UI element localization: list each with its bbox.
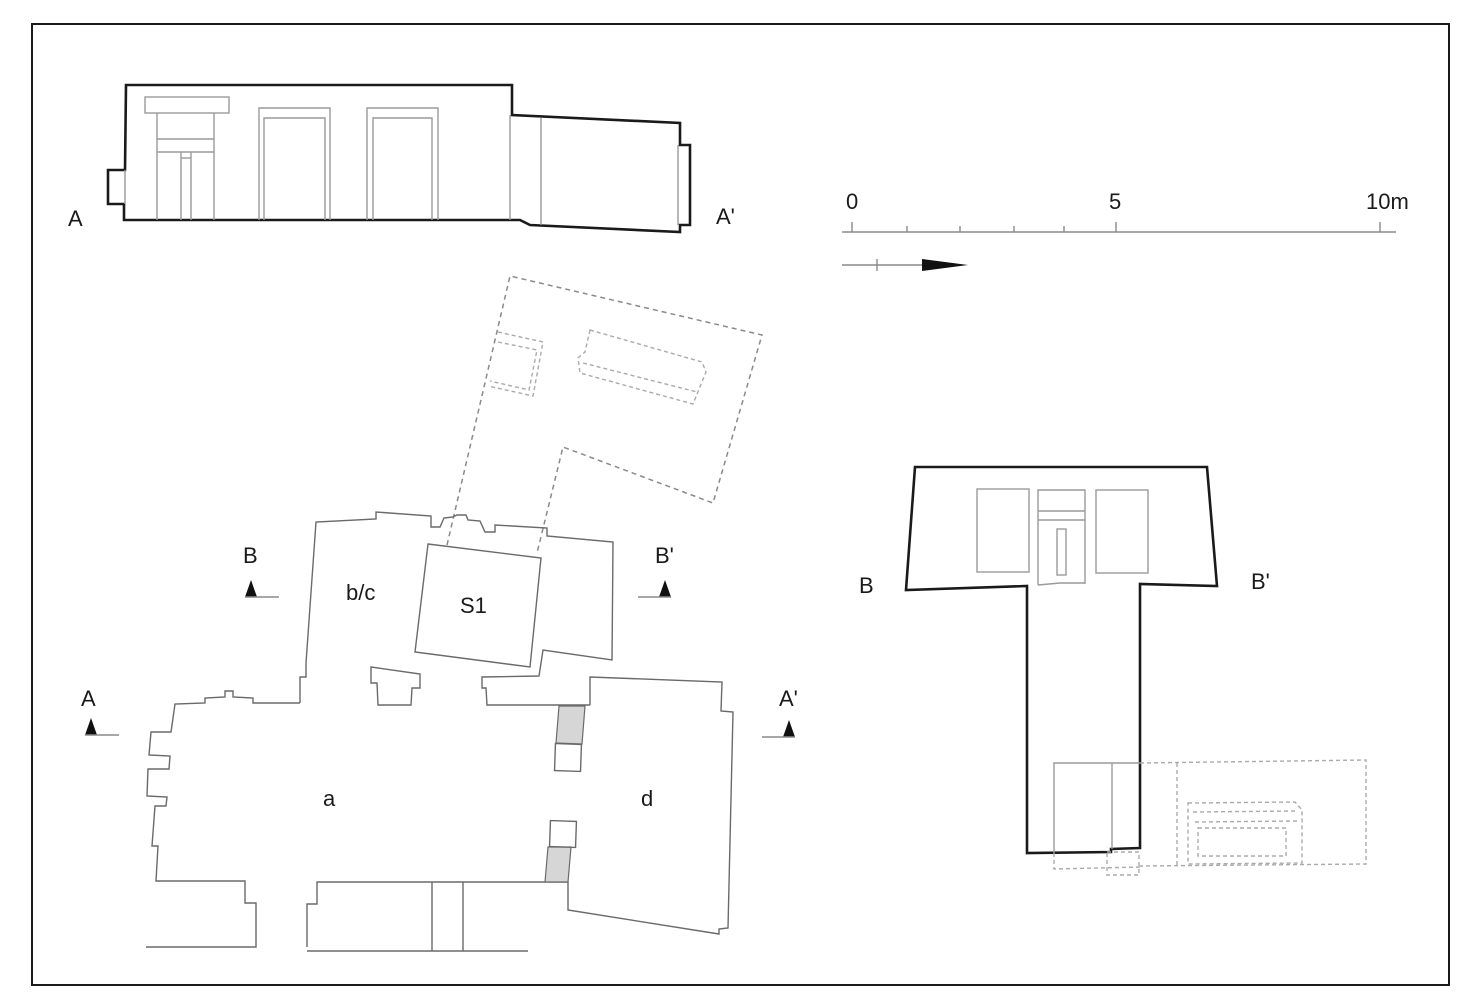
room-label-s1: S1: [460, 593, 487, 618]
section-bb-label-left: B: [859, 573, 874, 598]
scale-tick-5: 5: [1109, 189, 1121, 214]
section-marker-b-right: B': [638, 543, 674, 598]
section-marker-a-left: A: [81, 686, 119, 736]
scale-bar: 0 5 10m: [842, 189, 1409, 233]
room-label-a: a: [323, 786, 336, 811]
scale-tick-10m: 10m: [1366, 189, 1409, 214]
svg-text:A': A': [779, 686, 798, 711]
section-marker-b-left: B: [243, 543, 279, 598]
direction-arrow-icon: [842, 259, 968, 271]
svg-text:B': B': [655, 543, 674, 568]
svg-text:A: A: [81, 686, 96, 711]
room-label-d: d: [641, 786, 653, 811]
section-aa-label-left: A: [68, 206, 83, 231]
section-aa-label-right: A': [716, 204, 735, 229]
scale-tick-0: 0: [846, 189, 858, 214]
figure-frame: [31, 23, 1450, 986]
room-label-bc: b/c: [346, 580, 375, 605]
section-bb: B B': [859, 465, 1367, 876]
tomb-plan: b/c S1 a d: [146, 275, 763, 952]
section-aa: A A': [68, 83, 735, 234]
section-bb-label-right: B': [1251, 569, 1270, 594]
svg-text:B: B: [243, 543, 258, 568]
section-marker-a-right: A': [762, 686, 798, 738]
